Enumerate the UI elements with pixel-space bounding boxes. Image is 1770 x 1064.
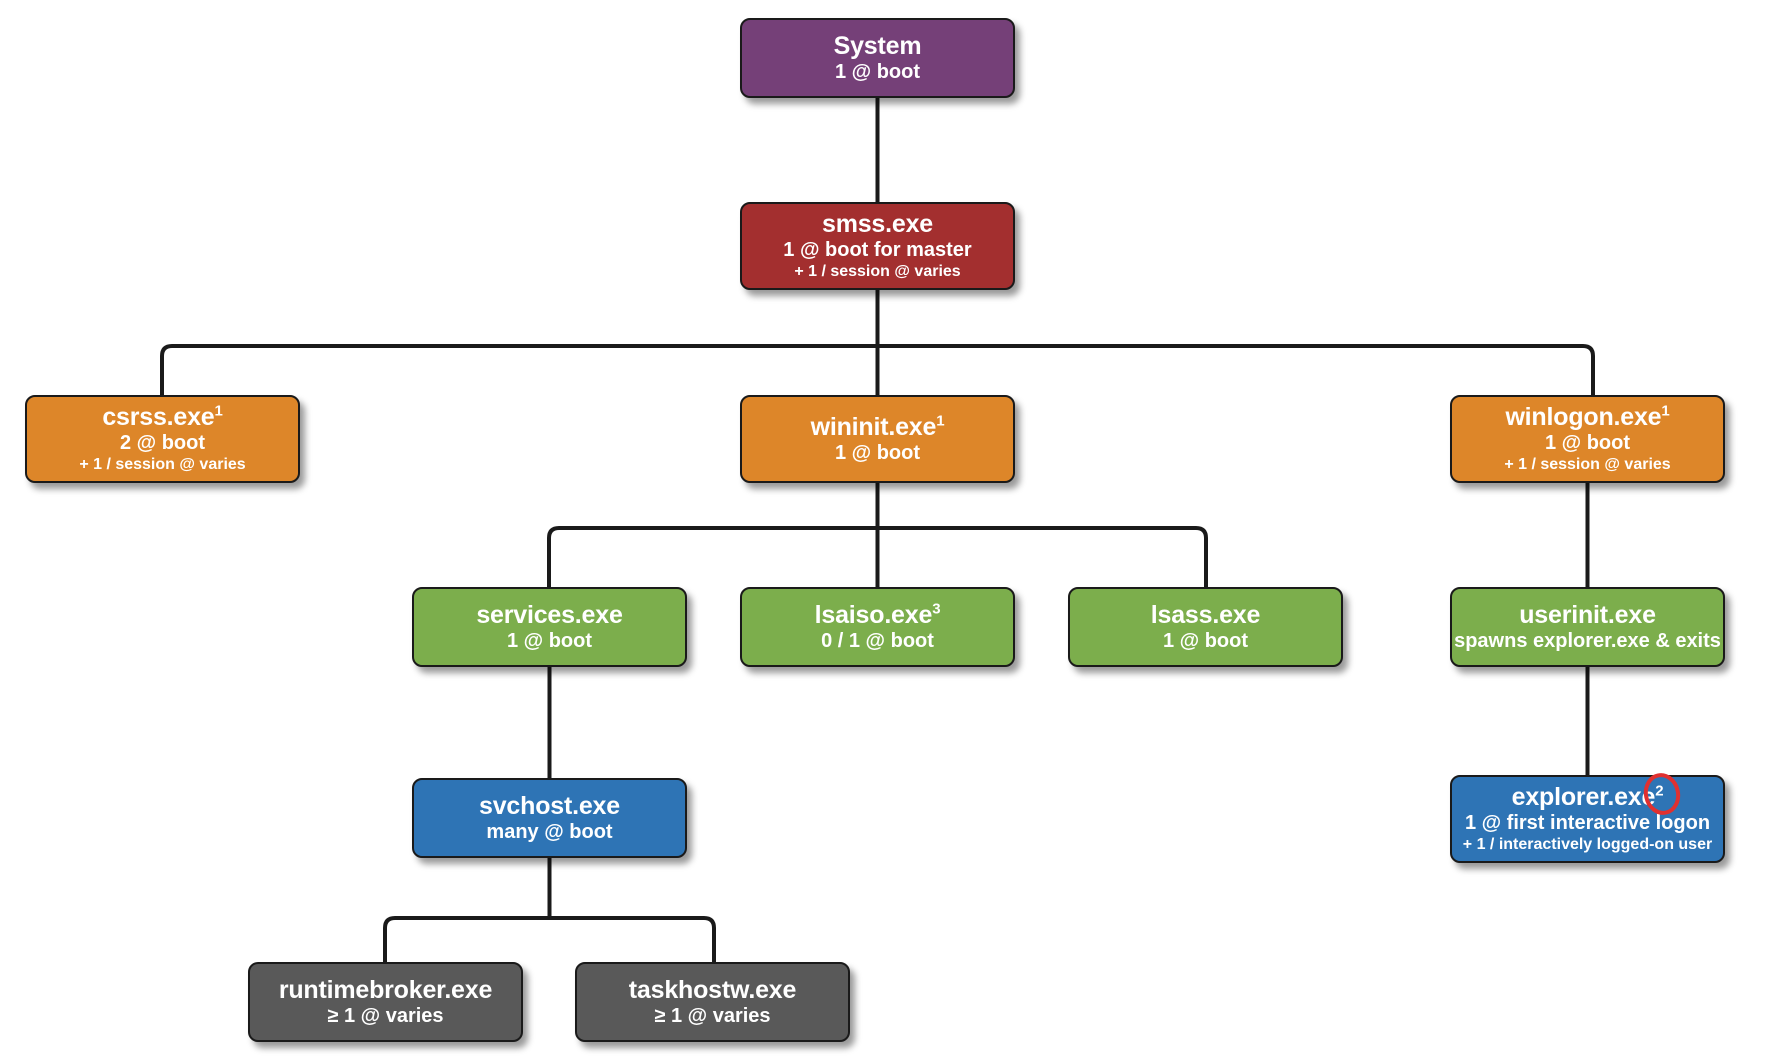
process-node-title: System xyxy=(833,31,922,60)
process-node-subtitle-primary: 1 @ boot for master xyxy=(783,239,972,262)
footnote-marker: 1 xyxy=(936,412,945,430)
process-node-title: csrss.exe1 xyxy=(102,403,223,432)
process-node-title: runtimebroker.exe xyxy=(278,975,493,1004)
process-node-subtitle-primary: 1 @ first interactive logon xyxy=(1464,812,1711,835)
process-node-title: explorer.exe2 xyxy=(1511,783,1664,812)
process-node-title: services.exe xyxy=(476,600,623,629)
process-node-subtitle-primary: 1 @ boot xyxy=(834,441,921,464)
process-node-runtimebroker[interactable]: runtimebroker.exe≥ 1 @ varies xyxy=(248,962,523,1042)
process-node-title: svchost.exe xyxy=(479,791,620,820)
process-node-subtitle-primary: ≥ 1 @ varies xyxy=(654,1004,771,1027)
process-node-subtitle-secondary: + 1 / session @ varies xyxy=(794,262,961,280)
process-node-title: wininit.exe1 xyxy=(810,412,945,441)
process-node-title: taskhostw.exe xyxy=(628,975,797,1004)
process-node-title: userinit.exe xyxy=(1519,600,1656,629)
process-node-title: winlogon.exe1 xyxy=(1505,403,1670,432)
footnote-marker: 1 xyxy=(1661,403,1670,421)
process-node-subtitle-primary: 1 @ boot xyxy=(506,629,593,652)
process-node-subtitle-primary: 0 / 1 @ boot xyxy=(821,629,934,652)
process-node-subtitle-primary: 1 @ boot xyxy=(834,60,921,83)
process-node-subtitle-primary: ≥ 1 @ varies xyxy=(327,1004,444,1027)
process-node-subtitle-primary: 1 @ boot xyxy=(1544,432,1631,455)
process-node-subtitle-secondary: + 1 / session @ varies xyxy=(79,455,246,473)
process-node-subtitle-secondary: + 1 / interactively logged-on user xyxy=(1462,835,1713,853)
process-node-subtitle-primary: many @ boot xyxy=(486,820,613,843)
process-node-subtitle-primary: spawns explorer.exe & exits xyxy=(1454,629,1721,652)
edge-smss-bus xyxy=(160,290,1595,396)
process-node-subtitle-secondary: + 1 / session @ varies xyxy=(1504,455,1671,473)
process-node-title: lsaiso.exe3 xyxy=(814,600,941,629)
footnote-marker: 1 xyxy=(214,403,223,421)
process-node-taskhostw[interactable]: taskhostw.exe≥ 1 @ varies xyxy=(575,962,850,1042)
process-node-subtitle-primary: 1 @ boot xyxy=(1162,629,1249,652)
process-node-title: lsass.exe xyxy=(1150,600,1261,629)
edge-wininit-bus xyxy=(547,483,1208,588)
process-node-title: smss.exe xyxy=(822,210,933,239)
edge-svchost-bus xyxy=(383,858,716,963)
footnote-marker: 3 xyxy=(932,600,941,618)
process-node-subtitle-primary: 2 @ boot xyxy=(119,432,206,455)
footnote-marker: 2 xyxy=(1655,783,1664,801)
